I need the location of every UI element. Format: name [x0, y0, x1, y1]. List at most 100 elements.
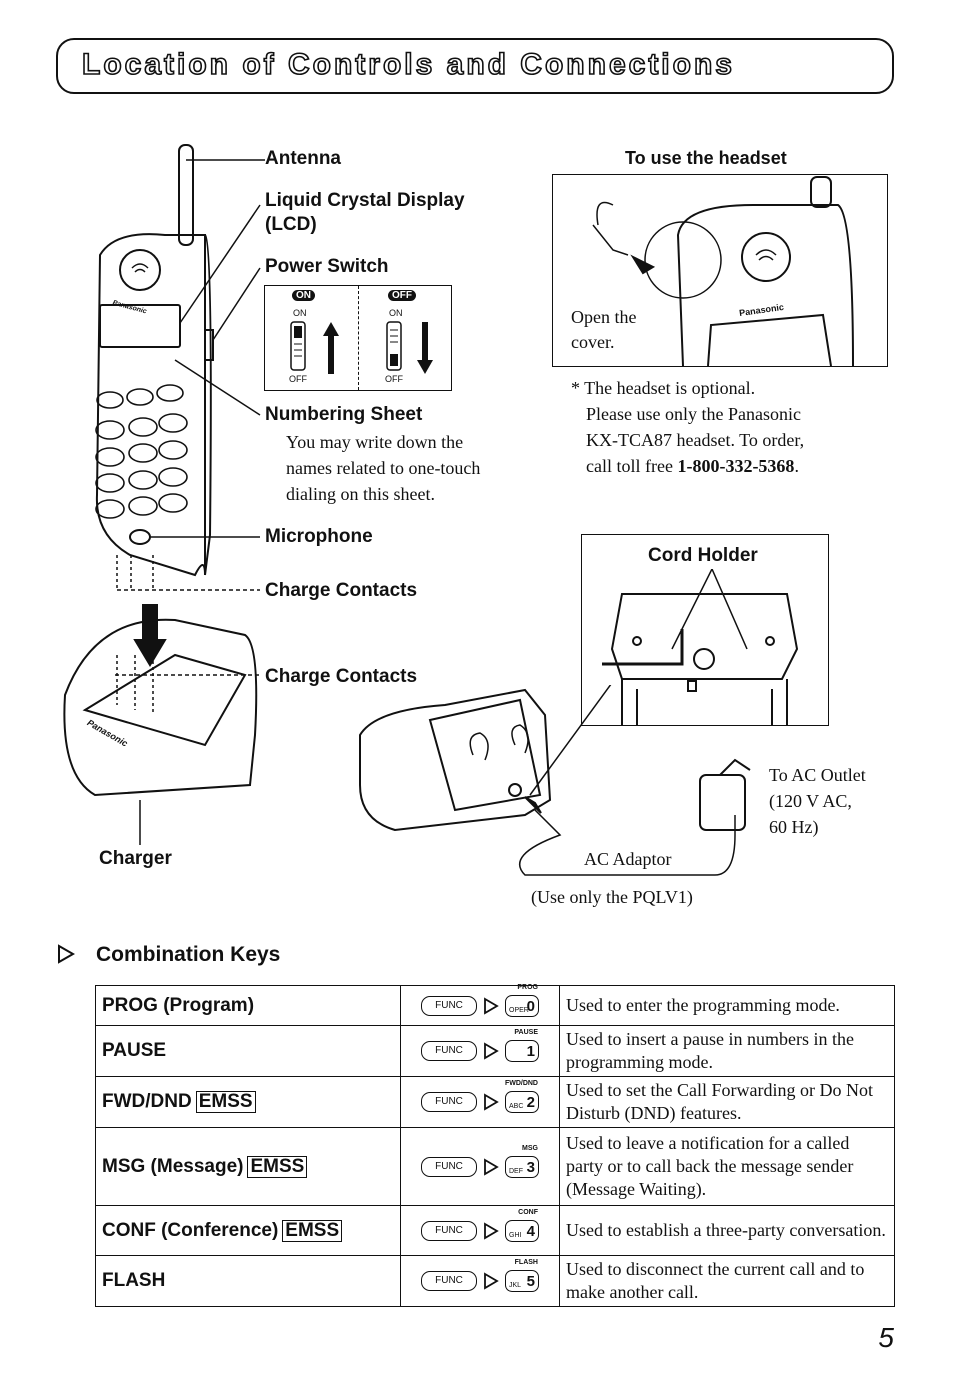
key-name: PAUSE: [102, 1040, 167, 1061]
key-sequence-cell: FUNC FLASH JKL 5: [400, 1255, 560, 1307]
dial-key-number: 3: [526, 1158, 535, 1176]
dial-key-number: 5: [526, 1273, 535, 1290]
headset-note-4-text: call toll free: [586, 456, 678, 476]
off-badge: OFF: [388, 290, 416, 301]
handset-body: [95, 233, 206, 577]
headset-note-4: call toll free 1-800-332-5368.: [586, 453, 799, 479]
headset-phone-number: 1-800-332-5368: [677, 456, 795, 476]
numbering-sheet-desc-3: dialing on this sheet.: [286, 484, 435, 504]
dial-key-function-label: FWD/DND: [504, 1080, 538, 1087]
dial-key-function-label: FLASH: [514, 1259, 538, 1266]
switch-arrows-graphic: [290, 321, 433, 374]
numbering-sheet-desc-2: names related to one-touch: [286, 458, 481, 478]
headset-figure: Open the cover. Panasonic: [552, 174, 888, 367]
microphone-label: Microphone: [265, 526, 373, 547]
key-description: Used to insert a pause in numbers in the…: [559, 1025, 895, 1077]
cord-holder-graphic: [602, 569, 799, 725]
func-key-icon: FUNC: [421, 1092, 477, 1112]
key-name-cell: CONF (Conference)EMSS: [95, 1205, 401, 1256]
page-number: 5: [878, 1322, 894, 1353]
numbering-sheet-label: Numbering Sheet: [265, 404, 423, 425]
on-badge: ON: [292, 290, 315, 301]
dial-key-letters: OPER: [509, 1006, 529, 1014]
headset-heading: To use the headset: [625, 148, 787, 168]
ac-adaptor-label: AC Adaptor: [584, 849, 672, 869]
then-arrow-icon: [484, 1272, 499, 1290]
headset-note-4-end: .: [794, 456, 799, 476]
func-key-icon: FUNC: [421, 995, 477, 1016]
cord-holder-figure: Cord Holder: [581, 534, 829, 726]
headset-graphic: [592, 176, 854, 366]
key-description: Used to leave a notification for a calle…: [559, 1127, 895, 1206]
dial-key-function-label: MSG: [522, 1144, 538, 1152]
then-arrow-icon: [484, 1157, 499, 1176]
headset-note-2: Please use only the Panasonic: [586, 404, 801, 424]
func-key-icon: FUNC: [421, 1220, 477, 1241]
headset-open-cover-1: Open the: [571, 307, 637, 327]
handset-illustration: [63, 144, 265, 845]
func-key-icon: FUNC: [421, 1156, 477, 1177]
then-arrow-icon: [484, 996, 499, 1015]
ac-outlet-3: 60 Hz): [769, 817, 819, 837]
power-switch-panel: ON OFF ON OFF ON OFF: [264, 285, 452, 391]
dial-key-letters: DEF: [509, 1167, 523, 1175]
func-key-icon: FUNC: [421, 1271, 477, 1291]
key-name: FLASH: [102, 1270, 166, 1291]
switch-left-on-text: ON: [293, 308, 307, 318]
antenna-label: Antenna: [265, 148, 341, 169]
lcd-label-line1: Liquid Crystal Display: [265, 190, 465, 211]
key-sequence-cell: FUNC PAUSE 1: [400, 1025, 560, 1077]
page-title: Location of Controls and Connections: [81, 47, 735, 82]
headset-note-1: * The headset is optional.: [571, 378, 756, 398]
dial-key-number: 1: [526, 1043, 535, 1060]
ac-outlet-1: To AC Outlet: [769, 765, 866, 785]
key-description: Used to establish a three-party conversa…: [559, 1205, 895, 1256]
then-arrow-icon: [484, 1042, 499, 1060]
dial-key-letters: JKL: [509, 1282, 522, 1289]
charger-label: Charger: [99, 848, 172, 869]
key-name: CONF (Conference): [102, 1219, 279, 1241]
dial-key-function-label: PAUSE: [514, 1029, 538, 1036]
dial-key-letters: GHI: [509, 1231, 522, 1239]
headset-note-3: KX-TCA87 headset. To order,: [586, 430, 805, 450]
key-name: MSG (Message): [102, 1155, 244, 1177]
headset-open-cover-2: cover.: [571, 332, 615, 352]
dial-key-icon: PAUSE 1: [505, 1029, 539, 1062]
key-description: Used to set the Call Forwarding or Do No…: [559, 1076, 895, 1128]
dial-key-number: 0: [526, 997, 535, 1015]
microphone-graphic: [129, 529, 151, 545]
then-arrow-icon: [484, 1093, 499, 1111]
func-key-icon: FUNC: [421, 1041, 477, 1061]
title-banner: Location of Controls and Connections: [56, 38, 894, 94]
power-switch-label: Power Switch: [265, 256, 389, 277]
key-name-cell: FLASH: [95, 1255, 401, 1307]
ac-outlet-2: (120 V AC,: [769, 791, 852, 811]
key-description: Used to enter the programming mode.: [559, 985, 895, 1026]
switch-left-off-text: OFF: [289, 374, 307, 384]
charger-body: [63, 618, 258, 797]
dial-key-function-label: PROG: [517, 983, 538, 991]
charge-contacts-handset-label: Charge Contacts: [265, 580, 418, 601]
dial-key-letters: ABC: [509, 1103, 524, 1110]
dial-key-function-label: CONF: [518, 1208, 538, 1216]
lcd-graphic: [99, 304, 181, 348]
key-description: Used to disconnect the current call and …: [559, 1255, 895, 1307]
ac-use-only-note: (Use only the PQLV1): [531, 887, 693, 907]
charger-back-illustration: [359, 685, 751, 876]
key-name: FWD/DND: [102, 1091, 192, 1112]
table-row: FLASH FUNC FLASH JKL 5 Used to disconnect the…: [95, 1255, 895, 1307]
key-name: PROG (Program): [102, 994, 255, 1016]
numbering-sheet-desc-1: You may write down the: [286, 432, 464, 452]
combination-keys-heading: Combination Keys: [96, 943, 281, 966]
combination-keys-marker-icon: [58, 944, 75, 964]
